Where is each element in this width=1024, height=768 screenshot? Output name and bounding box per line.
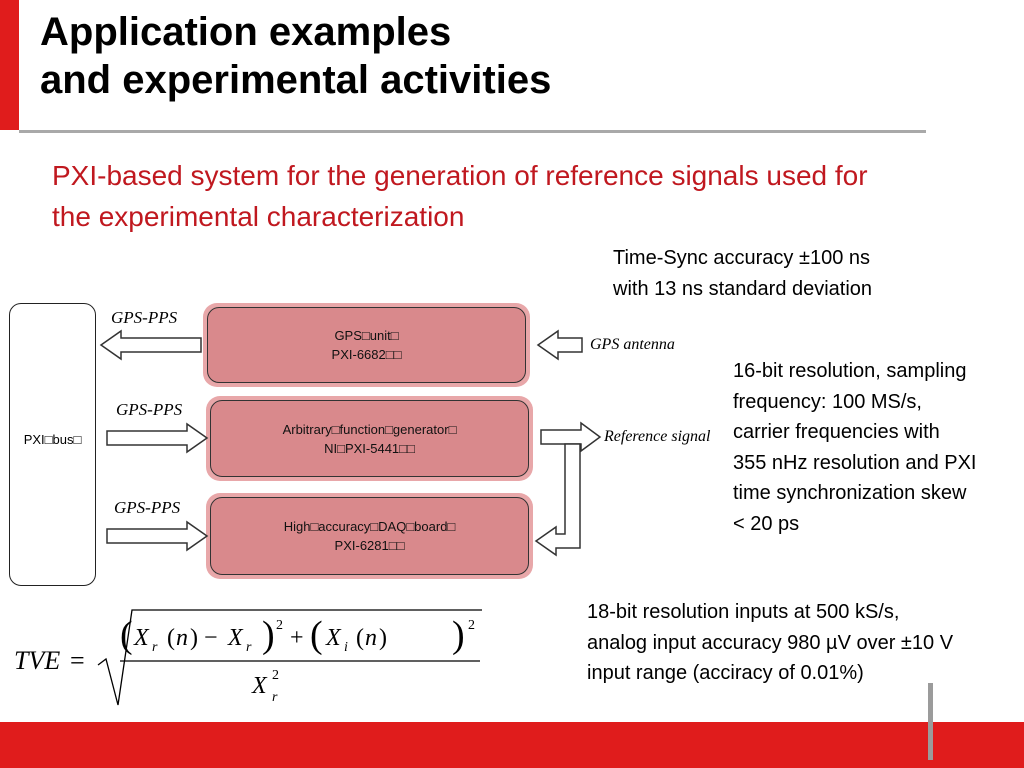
note-line: 16-bit resolution, sampling xyxy=(733,360,967,382)
module-label: PXI-6682□□ xyxy=(331,347,402,362)
module-label: PXI-6281□□ xyxy=(334,538,405,553)
formula-lhs: TVE xyxy=(14,646,60,675)
time-sync-note: Time-Sync accuracy ±100 ns with 13 ns st… xyxy=(613,243,872,304)
note-line: frequency: 100 MS/s, xyxy=(733,390,922,413)
module-label: High□accuracy□DAQ□board□ xyxy=(283,519,456,534)
gps-pps-label: GPS-PPS xyxy=(116,400,183,419)
gps-pps-label: GPS-PPS xyxy=(114,498,181,517)
title-line-1: Application examples xyxy=(40,10,452,54)
paren: ) xyxy=(262,614,275,656)
paren: ( xyxy=(356,625,364,651)
arrow-left-icon xyxy=(99,329,202,361)
daq-module: High□accuracy□DAQ□board□ PXI-6281□□ xyxy=(206,493,533,579)
formula-symbol: X xyxy=(325,625,342,651)
formula-operator: − xyxy=(204,625,218,651)
arrow-right-icon xyxy=(106,520,209,552)
note-line: time synchronization skew xyxy=(733,482,967,504)
formula-subscript: r xyxy=(272,690,278,705)
slide-title: Application examples and experimental ac… xyxy=(40,8,940,104)
reference-signal-label: Reference signal xyxy=(604,428,711,445)
footer-band xyxy=(0,722,1024,768)
paren: ( xyxy=(120,614,133,656)
gps-unit-module: GPS□unit□ PXI-6682□□ xyxy=(203,303,530,387)
paren: ) xyxy=(452,614,465,656)
arrow-left-icon xyxy=(536,329,583,361)
note-line: 18-bit resolution inputs at 500 kS/s, xyxy=(587,601,900,623)
module-label: GPS□unit□ xyxy=(334,328,399,343)
gps-antenna-label: GPS antenna xyxy=(590,336,675,353)
formula-exponent: 2 xyxy=(468,618,475,633)
arrow-right-icon xyxy=(540,421,602,453)
note-line: carrier frequencies with xyxy=(733,421,940,443)
accent-bar xyxy=(0,0,19,130)
formula-exponent: 2 xyxy=(272,668,279,683)
formula-symbol: X xyxy=(227,625,244,651)
formula-symbol: n xyxy=(176,625,188,651)
formula-symbol: n xyxy=(365,625,377,651)
arrow-right-icon xyxy=(106,422,209,454)
awg-specs-note: 16-bit resolution, sampling frequency: 1… xyxy=(733,356,977,539)
paren: ) xyxy=(190,625,198,651)
note-line: input range (acciracy of 0.01%) xyxy=(587,662,864,684)
formula-subscript: i xyxy=(344,640,348,655)
sqrt-sign xyxy=(97,609,482,706)
note-line: with 13 ns standard deviation xyxy=(613,277,873,300)
paren: ( xyxy=(310,614,323,656)
daq-specs-note: 18-bit resolution inputs at 500 kS/s, an… xyxy=(587,597,953,689)
module-label: Arbitrary□function□generator□ xyxy=(282,421,457,437)
formula-symbol: X xyxy=(251,673,268,699)
tve-formula: TVE = ( X r ( n ) − X r ) 2 + ( X i ( n … xyxy=(14,609,482,706)
formula-operator: + xyxy=(290,625,304,651)
formula-exponent: 2 xyxy=(276,618,283,633)
pxi-bus-label: PXI□bus□ xyxy=(23,432,82,447)
awg-box: Arbitrary□function□generator□ NI□PXI-544… xyxy=(210,400,529,477)
paren: ) xyxy=(379,625,387,651)
formula-symbol: X xyxy=(133,625,150,651)
subtitle-line-2: the experimental characterization xyxy=(52,201,465,232)
pxi-bus-box xyxy=(9,303,96,586)
loop-arrow-icon xyxy=(534,443,581,557)
note-line: < 20 ps xyxy=(733,512,800,535)
formula-equals: = xyxy=(70,646,85,675)
slide-subtitle: PXI-based system for the generation of r… xyxy=(52,155,982,237)
gps-unit-box: GPS□unit□ PXI-6682□□ xyxy=(207,307,526,383)
title-line-2: and experimental activities xyxy=(40,58,552,102)
note-line: analog input accuracy 980 µV over ±10 V xyxy=(587,631,954,654)
title-divider xyxy=(19,130,926,133)
note-line: Time-Sync accuracy ±100 ns xyxy=(613,247,870,269)
awg-module: Arbitrary□function□generator□ NI□PXI-544… xyxy=(206,396,533,481)
subtitle-line-1: PXI-based system for the generation of r… xyxy=(52,160,868,191)
formula-subscript: r xyxy=(246,640,252,655)
formula-subscript: r xyxy=(152,640,158,655)
daq-box: High□accuracy□DAQ□board□ PXI-6281□□ xyxy=(210,497,529,575)
note-line: 355 nHz resolution and PXI xyxy=(733,451,977,474)
module-label: NI□PXI-5441□□ xyxy=(324,440,415,456)
corner-accent xyxy=(928,683,933,760)
gps-pps-label: GPS-PPS xyxy=(111,308,178,327)
paren: ( xyxy=(167,625,175,651)
